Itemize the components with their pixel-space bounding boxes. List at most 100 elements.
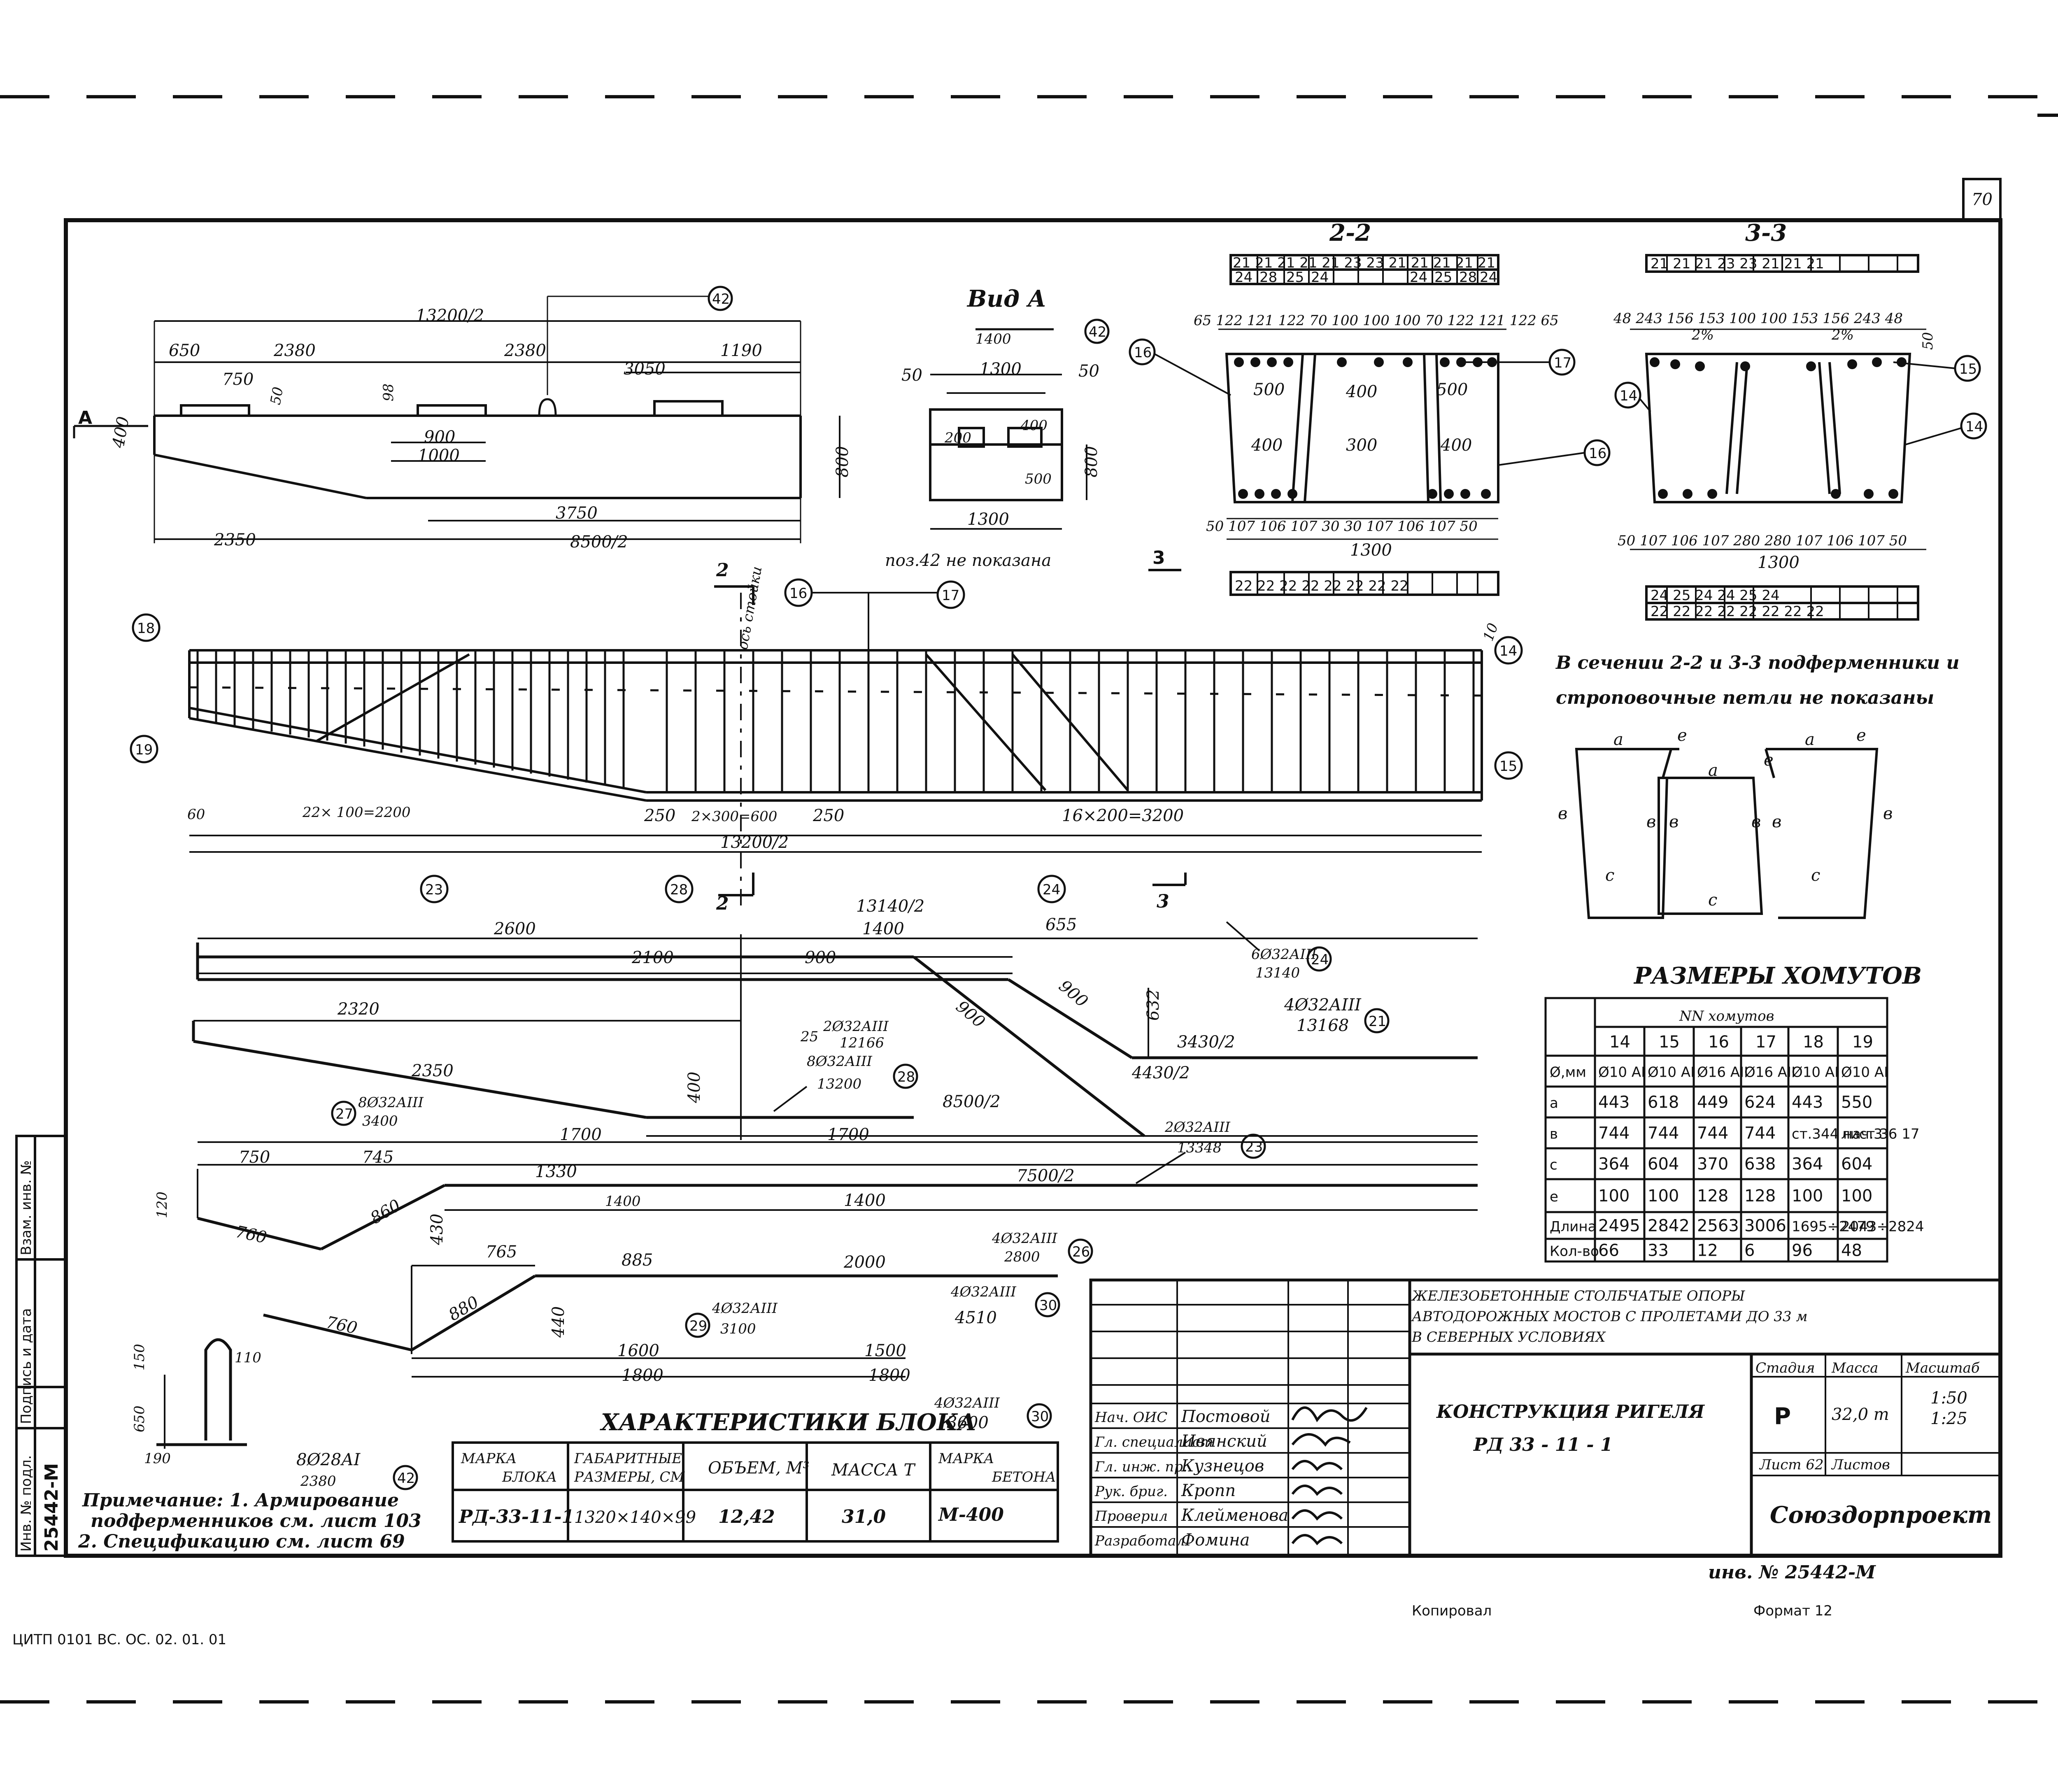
- b28-8500: 8500/2: [943, 1092, 1001, 1111]
- b28-2320: 2320: [337, 1000, 379, 1019]
- section-2-2-bars: [1234, 357, 1497, 499]
- b30-marker: 30: [1031, 1408, 1049, 1425]
- dim-8500: 8500/2: [570, 533, 628, 552]
- b23-marker: 23: [1245, 1139, 1263, 1155]
- drawing-title-l2: РД 33 - 11 - 1: [1473, 1434, 1613, 1455]
- mass-label: Масса: [1831, 1360, 1878, 1376]
- block-h-mark-1: МАРКА: [461, 1450, 517, 1467]
- s33-bottom-r1: 24 25 24 24 25 24: [1651, 587, 1780, 604]
- b24-len: 13140: [1255, 965, 1300, 981]
- stirrups-cell: 604: [1841, 1155, 1872, 1174]
- stirrups-cell: 744: [1648, 1124, 1679, 1143]
- b22-len: 12166: [840, 1035, 884, 1051]
- s33-slope-a: 2%: [1691, 327, 1714, 343]
- sketch-b6: в: [1883, 804, 1893, 823]
- b21-len: 13168: [1297, 1016, 1349, 1035]
- dim-2380a: 2380: [273, 341, 316, 360]
- b23-1330: 1330: [535, 1162, 577, 1181]
- b24-655: 655: [1045, 915, 1077, 934]
- stirrups-cell: 604: [1648, 1155, 1679, 1174]
- arrow-a: A: [78, 407, 92, 428]
- signatures: [1291, 1406, 1368, 1545]
- stirrups-cell: 6: [1744, 1241, 1755, 1260]
- section-3-3-bars: [1650, 357, 1907, 499]
- stirrups-cell: 3006: [1744, 1217, 1786, 1236]
- sketch-b4: в: [1751, 812, 1761, 831]
- loop-650: 650: [131, 1406, 148, 1432]
- stirrups-cell: 100: [1598, 1187, 1630, 1206]
- s33-dims-bottom: 50 107 106 107 280 280 107 106 107 50: [1618, 533, 1907, 549]
- b22-marker: 25: [800, 1029, 818, 1045]
- format-label: Формат 12: [1753, 1603, 1832, 1619]
- stirrups-cell: 364: [1792, 1155, 1823, 1174]
- block-table-title: ХАРАКТЕРИСТИКИ БЛОКА: [600, 1409, 976, 1436]
- stirrup-sketch: [1575, 748, 1879, 919]
- s22-width: 1300: [1350, 541, 1392, 560]
- dim-2380b: 2380: [504, 341, 546, 360]
- loop-150: 150: [131, 1344, 148, 1371]
- loop-len: 2380: [300, 1473, 336, 1489]
- s33-marker-15: 15: [1959, 361, 1977, 377]
- b24-marker: 24: [1311, 952, 1329, 968]
- scale-label: Масштаб: [1905, 1360, 1980, 1376]
- b26-marker: 26: [1072, 1244, 1090, 1260]
- b20-marker: 30: [1039, 1297, 1057, 1314]
- name-3: Кропп: [1181, 1481, 1236, 1500]
- b29-1800a: 1800: [622, 1366, 663, 1385]
- dim-650: 650: [169, 341, 200, 360]
- stirrups-cell: 12: [1697, 1241, 1718, 1260]
- b23-1700b: 1700: [827, 1125, 869, 1144]
- project-l1: ЖЕЛЕЗОБЕТОННЫЕ СТОЛБЧАТЫЕ ОПОРЫ: [1411, 1288, 1745, 1304]
- stirrups-cell: 624: [1744, 1093, 1776, 1112]
- elev-marker-18: 18: [137, 620, 155, 637]
- sketch-e3: e: [1856, 726, 1866, 745]
- stirrups-cell: 66: [1598, 1241, 1619, 1260]
- stamp-code: ЦИТП 0101 ВС. ОС. 02. 01. 01: [12, 1631, 226, 1648]
- beam-elevation-top: [73, 296, 840, 543]
- dim-900: 900: [424, 428, 455, 447]
- block-v-vol: 12,42: [718, 1506, 775, 1527]
- block-h-dims-2: РАЗМЕРЫ, СМ: [574, 1469, 685, 1485]
- stirrups-cell: Ø16 АII: [1697, 1064, 1748, 1081]
- view-a: [929, 328, 1087, 530]
- name-2: Кузнецов: [1181, 1457, 1264, 1475]
- loop-marker: 42: [397, 1470, 415, 1487]
- scale-1: 1:50: [1930, 1389, 1967, 1408]
- b24-spec: 6Ø32АIII: [1251, 946, 1317, 963]
- s22-marker-16b: 16: [1589, 445, 1606, 462]
- stirrups-cell: ст.344 нач.3: [1792, 1126, 1883, 1143]
- b23-745: 745: [362, 1148, 393, 1167]
- dim-13200-2: 13200/2: [416, 306, 484, 325]
- s22-top-r2-3: 24: [1311, 269, 1329, 286]
- sketch-b1: в: [1558, 804, 1567, 823]
- axis-label: ось стойки: [734, 565, 765, 651]
- sheets-label: Листов: [1831, 1457, 1890, 1473]
- s22-top-r2-6: 24: [1410, 269, 1427, 286]
- s22-inner-500b: 500: [1436, 380, 1468, 399]
- stirrups-cell: 2495: [1598, 1217, 1640, 1236]
- sketch-a2: a: [1708, 761, 1718, 780]
- elev-dhalf: 13200/2: [720, 833, 789, 852]
- loop-110: 110: [235, 1350, 261, 1366]
- elev-marker-14: 14: [1499, 643, 1517, 659]
- block-h-conc-1: МАРКА: [938, 1450, 994, 1467]
- b27-spec: 8Ø32АIII: [358, 1094, 424, 1111]
- stirrups-cell: 618: [1648, 1093, 1679, 1112]
- stirrups-cell: 2842: [1648, 1217, 1690, 1236]
- stirrups-cell: Ø16 АII: [1744, 1064, 1795, 1081]
- stirrups-cell: лист 36 17: [1841, 1126, 1919, 1143]
- b27-len: 3400: [362, 1113, 398, 1129]
- drawing-border: [64, 218, 2002, 1558]
- s22-inner-400b: 400: [1251, 436, 1283, 455]
- dim-800: 800: [833, 446, 852, 477]
- elev-d250a: 250: [644, 806, 675, 825]
- s22-top-r2-8: 28: [1459, 269, 1477, 286]
- stirrups-cell: 744: [1697, 1124, 1728, 1143]
- block-h-conc-2: БЕТОНА: [992, 1469, 1056, 1485]
- org-name: Союздорпроект: [1770, 1501, 1992, 1529]
- b26-885: 885: [622, 1251, 653, 1270]
- s33-bottom-r2: 22 22 22 22 22 22 22 22: [1651, 603, 1824, 620]
- s22-inner-400c: 400: [1440, 436, 1472, 455]
- elev-d250b: 250: [812, 806, 844, 825]
